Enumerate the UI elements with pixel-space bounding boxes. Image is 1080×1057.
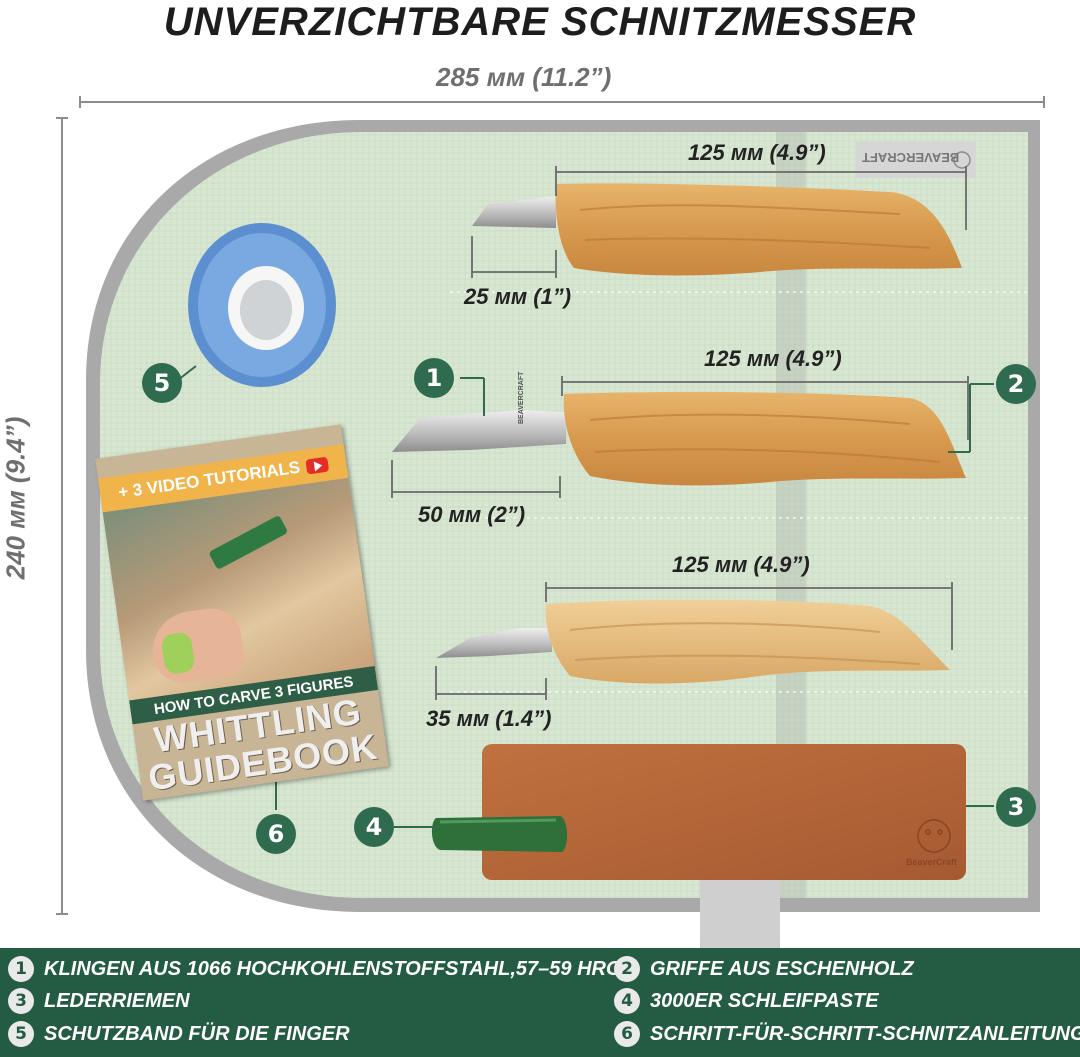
knife2-blade-dimension: 50 мм (2”) xyxy=(418,502,526,527)
legend-item-2: 2 GRIFFE AUS ESCHENHOLZ xyxy=(614,954,914,984)
legend-footer: 1 KLINGEN AUS 1066 HOCHKOHLENSTOFFSTAHL,… xyxy=(0,948,1080,1057)
guidebook-photo xyxy=(102,477,375,701)
legend-number: 5 xyxy=(8,1021,34,1047)
blade-brand-mark: BEAVERCRAFT xyxy=(518,371,525,424)
legend-item-5: 5 SCHUTZBAND FÜR DIE FINGER xyxy=(8,1019,350,1049)
whittling-guidebook: + 3 VIDEO TUTORIALS HOW TO CARVE 3 FIGUR… xyxy=(95,424,389,801)
knife-1 xyxy=(472,183,962,276)
callout-badge-5: 5 xyxy=(142,363,182,403)
strop-brand-mark: BeaverCraft xyxy=(906,857,958,867)
legend-number: 3 xyxy=(8,988,34,1014)
legend-text: SCHUTZBAND FÜR DIE FINGER xyxy=(44,1022,350,1045)
callout-badge-2: 2 xyxy=(996,364,1036,404)
legend-number: 2 xyxy=(614,956,640,982)
knife-2 xyxy=(392,391,966,486)
knife1-handle-dimension: 125 мм (4.9”) xyxy=(688,140,826,165)
youtube-icon xyxy=(304,456,329,475)
beaver-logo xyxy=(917,819,951,853)
legend-number: 1 xyxy=(8,956,34,982)
measurement-lines xyxy=(391,166,969,700)
legend-number: 4 xyxy=(614,988,640,1014)
knife2-handle-dimension: 125 мм (4.9”) xyxy=(704,346,842,371)
page-title: UNVERZICHTBARE SCHNITZMESSER xyxy=(163,0,917,44)
legend-text: LEDERRIEMEN xyxy=(44,989,190,1012)
knife3-blade-dimension: 35 мм (1.4”) xyxy=(426,706,552,731)
knife-3 xyxy=(436,599,950,684)
legend-item-6: 6 SCHRITT-FÜR-SCHRITT-SCHNITZANLEITUNG xyxy=(614,1019,1080,1049)
knife1-blade-dimension: 25 мм (1”) xyxy=(464,284,572,309)
legend-item-4: 4 3000ER SCHLEIFPASTE xyxy=(614,986,879,1016)
callout-badge-4: 4 xyxy=(354,807,394,847)
legend-item-1: 1 KLINGEN AUS 1066 HOCHKOHLENSTOFFSTAHL,… xyxy=(8,954,620,984)
callout-badge-6: 6 xyxy=(256,814,296,854)
brand-tag-label: BEAVERCRAFT xyxy=(862,150,960,165)
legend-text: KLINGEN AUS 1066 HOCHKOHLENSTOFFSTAHL,57… xyxy=(44,957,621,980)
finger-tape-roll xyxy=(188,223,336,387)
knife3-handle-dimension: 125 мм (4.9”) xyxy=(672,552,810,577)
callout-badge-3: 3 xyxy=(996,787,1036,827)
legend-number: 6 xyxy=(614,1021,640,1047)
leather-strop xyxy=(482,744,966,880)
legend-text: SCHRITT-FÜR-SCHRITT-SCHNITZANLEITUNG xyxy=(650,1022,1080,1045)
overall-dimension-lines xyxy=(56,96,1045,915)
callout-badge-1: 1 xyxy=(414,358,454,398)
legend-text: 3000ER SCHLEIFPASTE xyxy=(650,989,879,1012)
polishing-compound xyxy=(431,816,568,852)
green-strop-photo xyxy=(208,514,289,571)
legend-item-3: 3 LEDERRIEMEN xyxy=(8,986,190,1016)
width-dimension-label: 285 мм (11.2”) xyxy=(436,62,612,92)
legend-text: GRIFFE AUS ESCHENHOLZ xyxy=(650,957,914,980)
